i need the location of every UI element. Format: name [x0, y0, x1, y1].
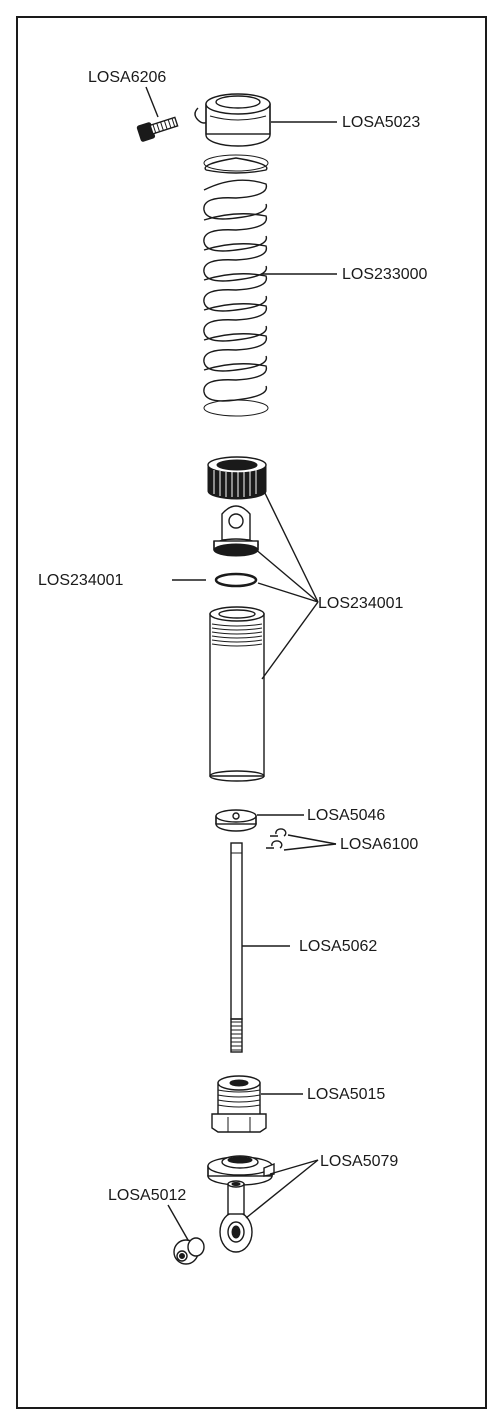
spring-cup-label: LOSA5023 [342, 114, 420, 131]
piston-label: LOSA5046 [307, 807, 385, 824]
spring-cup-part [194, 93, 271, 147]
body-set-leader-1 [261, 486, 319, 603]
screw-part [136, 116, 179, 142]
shaft-part [230, 842, 243, 1053]
o-ring-part [214, 572, 258, 588]
end-set-label: LOSA5079 [320, 1153, 398, 1170]
bottom-cap-label: LOSA5015 [307, 1086, 385, 1103]
screw-label: LOSA6206 [88, 69, 166, 86]
piston-part [215, 809, 257, 832]
e-clips-label: LOSA6100 [340, 836, 418, 853]
e-clips-leader-1 [287, 834, 337, 845]
rod-end-part [219, 1180, 253, 1253]
screw-leader [145, 86, 159, 118]
ball-leader [167, 1204, 189, 1241]
e-clips-leader-2 [283, 843, 337, 851]
spring-part [203, 154, 269, 417]
end-collar-part [207, 1155, 275, 1186]
ball-label: LOSA5012 [108, 1187, 186, 1204]
shock-cap-part [213, 505, 259, 557]
spring-label: LOS233000 [342, 266, 428, 283]
shock-body-part [209, 606, 265, 782]
diagram-frame [16, 16, 487, 1409]
end-set-leader-1 [269, 1159, 319, 1175]
ball-part [173, 1237, 205, 1265]
shaft-label: LOSA5062 [299, 938, 377, 955]
e-clips-part [266, 828, 287, 849]
body-set-leader-3 [257, 582, 319, 603]
body-set-label: LOS234001 [318, 595, 404, 612]
end-set-leader-2 [245, 1159, 319, 1219]
bottom-cap-part [211, 1075, 267, 1133]
body-set-leader-4 [261, 601, 319, 680]
adjuster-collar-part [207, 456, 267, 500]
body-set-leader-2 [253, 547, 319, 603]
o-ring-label: LOS234001 [38, 572, 124, 589]
